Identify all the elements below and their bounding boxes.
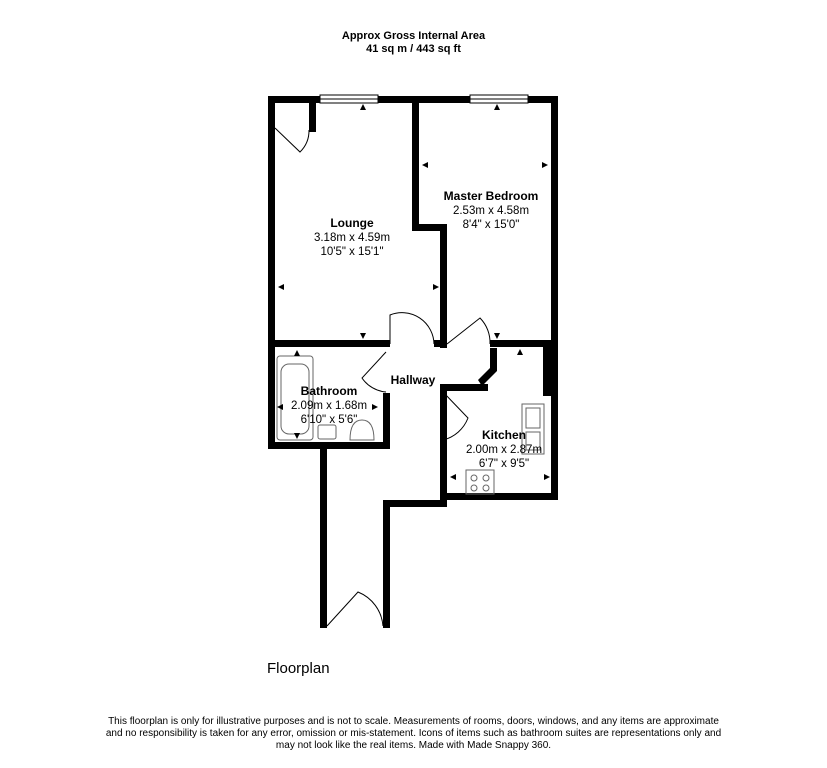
bathroom-metric: 2.09m x 1.68m — [291, 400, 367, 412]
lounge-name: Lounge — [330, 216, 374, 230]
room-labels: Lounge 3.18m x 4.59m 10'5" x 15'1" Maste… — [291, 189, 542, 470]
disclaimer-line-2: and no responsibility is taken for any e… — [105, 728, 722, 739]
kitchen-metric: 2.00m x 2.87m — [466, 444, 542, 456]
bathroom-name: Bathroom — [301, 384, 358, 398]
doors — [274, 127, 491, 627]
disclaimer-line-1: This floorplan is only for illustrative … — [108, 716, 719, 727]
area-title: Approx Gross Internal Area — [341, 30, 486, 42]
master-bedroom-name: Master Bedroom — [444, 189, 539, 203]
bathroom-imperial: 6'10" x 5'6" — [301, 414, 358, 426]
kitchen-imperial: 6'7" x 9'5" — [479, 458, 529, 470]
lounge-imperial: 10'5" x 15'1" — [320, 246, 383, 258]
windows — [319, 94, 529, 104]
hallway-name: Hallway — [391, 373, 436, 387]
master-bedroom-metric: 2.53m x 4.58m — [453, 205, 529, 217]
lounge-metric: 3.18m x 4.59m — [314, 232, 390, 244]
bathroom-fixtures — [276, 355, 375, 441]
master-bedroom-imperial: 8'4" x 15'0" — [463, 219, 520, 231]
kitchen-name: Kitchen — [482, 428, 526, 442]
disclaimer-line-3: may not look like the real items. Made w… — [275, 740, 552, 751]
walls — [268, 96, 558, 628]
floorplan-label: Floorplan — [267, 660, 330, 677]
dimension-arrows — [277, 104, 550, 499]
kitchen-fixtures — [465, 403, 545, 495]
area-value: 41 sq m / 443 sq ft — [366, 43, 461, 55]
